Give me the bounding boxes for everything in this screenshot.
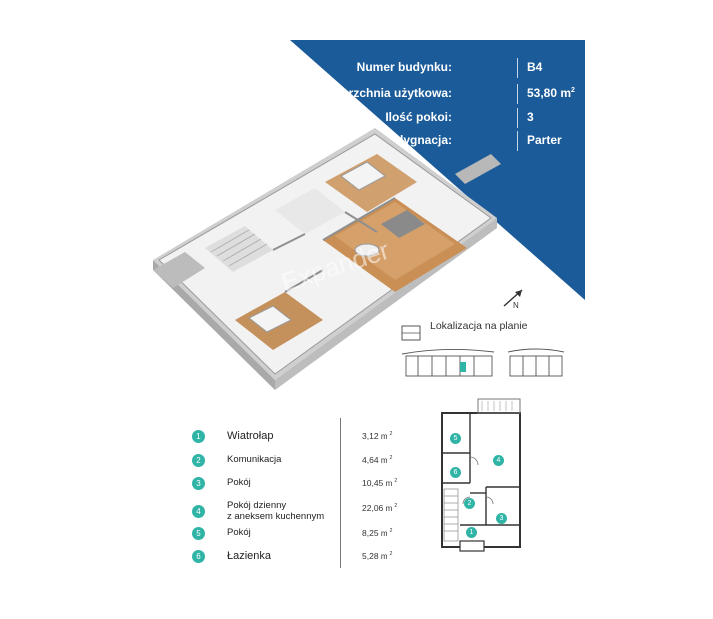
room-number-badge: 2 <box>192 454 205 467</box>
location-title: Lokalizacja na planie <box>430 320 528 332</box>
info-separator <box>517 84 518 104</box>
info-row-area: Powierzchnia użytkowa: 53,80 m2 <box>300 84 580 106</box>
room-name-line2: z aneksem kuchennym <box>227 511 325 522</box>
isometric-floor-plan: Expander <box>153 128 501 390</box>
room-name: Pokój dzienny <box>227 500 287 511</box>
area-label: Powierzchnia użytkowa: <box>313 86 452 100</box>
info-separator <box>517 58 518 78</box>
room-name: Komunikacja <box>227 454 282 465</box>
room-name: Łazienka <box>227 550 272 562</box>
site-location-map <box>401 325 565 377</box>
plan-room-5-marker: 5 <box>450 433 461 444</box>
area-number: 53,80 m <box>527 86 572 100</box>
plan-room-3-marker: 3 <box>496 513 507 524</box>
area-value: 53,80 m2 <box>527 86 575 100</box>
legend-divider <box>340 418 341 568</box>
floor-plan-drawing <box>441 398 521 552</box>
rooms-value: 3 <box>527 110 534 124</box>
room-name: Wiatrołap <box>227 430 274 442</box>
floor-value: Parter <box>527 133 562 147</box>
plan-room-6-marker: 6 <box>450 467 461 478</box>
north-compass-icon: N <box>503 289 523 310</box>
plan-room-4-marker: 4 <box>493 455 504 466</box>
info-row-rooms: Ilość pokoi: 3 <box>300 108 580 130</box>
room-number-badge: 3 <box>192 477 205 490</box>
info-row-building: Numer budynku: B4 <box>300 58 580 80</box>
rooms-label: Ilość pokoi: <box>385 110 452 124</box>
floor-plan-2d: 5 4 6 2 3 1 <box>430 397 528 553</box>
room-number-badge: 1 <box>192 430 205 443</box>
building-label: Numer budynku: <box>356 60 452 74</box>
room-name: Pokój <box>227 477 251 488</box>
room-number-badge: 5 <box>192 527 205 540</box>
building-value: B4 <box>527 60 543 74</box>
room-number-badge: 6 <box>192 550 205 563</box>
area-unit-sup: 2 <box>571 87 575 94</box>
compass-label: N <box>513 301 519 310</box>
info-corner-panel <box>290 40 585 300</box>
room-number-badge: 4 <box>192 505 205 518</box>
room-name: Pokój <box>227 527 251 538</box>
info-separator <box>517 131 518 151</box>
plan-room-1-marker: 1 <box>466 527 477 538</box>
plan-room-2-marker: 2 <box>464 498 475 509</box>
info-separator <box>517 108 518 128</box>
